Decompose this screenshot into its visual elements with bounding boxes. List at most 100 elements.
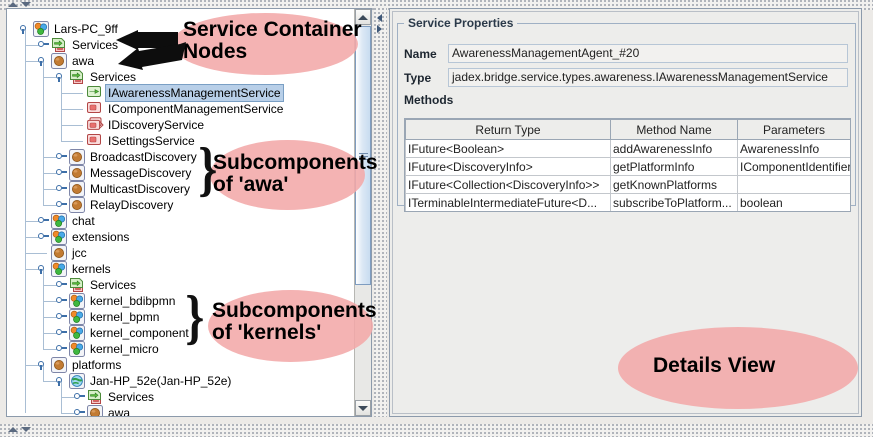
tree-collapse-handle-icon[interactable] [38,55,49,66]
collapse-down-icon[interactable] [21,2,31,7]
component-tree-panel[interactable]: Lars-PC_9ff Services awa Services IAware… [6,8,372,417]
tree-connector-line [43,365,44,381]
tree-expand-handle-icon[interactable] [38,231,49,242]
tree-connector-line [43,173,57,174]
tree-node-services[interactable]: Services [7,69,355,85]
tree-connector-line [43,77,57,78]
tree-node-isettingsservice[interactable]: ISettingsService [7,133,355,149]
tree-node-relaydiscovery[interactable]: RelayDiscovery [7,197,355,213]
tree-collapse-handle-icon[interactable] [20,23,31,34]
tree-collapse-handle-icon[interactable] [56,71,67,82]
tree-node-services[interactable]: Services [7,389,355,405]
tree-node-kernel-bpmn[interactable]: kernel_bpmn [7,309,355,325]
tree-node-jan-hp-52e-jan-hp-52e[interactable]: Jan-HP_52e(Jan-HP_52e) [7,373,355,389]
tree-node-iawarenessmanagementservice[interactable]: IAwarenessManagementService [7,84,355,102]
platform-group-icon [51,229,67,245]
tree-node-awa[interactable]: awa [7,405,355,416]
methods-table-row[interactable]: IFuture<Collection<DiscoveryInfo>>getKno… [405,175,850,194]
collapse-down-icon-bottom[interactable] [21,427,31,432]
tree-viewport[interactable]: Lars-PC_9ff Services awa Services IAware… [7,9,355,416]
tree-connector-line [61,413,75,414]
tree-expand-handle-icon[interactable] [74,407,85,416]
collapse-up-icon[interactable] [8,2,18,7]
tree-connector-line [25,269,39,270]
tree-connector-line [61,93,83,94]
tree-expand-handle-icon[interactable] [56,295,67,306]
tree-expand-handle-icon[interactable] [74,391,85,402]
tree-expand-handle-icon[interactable] [56,167,67,178]
methods-table-cell: getKnownPlatforms [610,175,738,194]
tree-expand-handle-icon[interactable] [56,199,67,210]
component-icon [69,197,85,213]
tree-node-lars-pc-9ff[interactable]: Lars-PC_9ff [7,21,355,37]
tree-expand-handle-icon[interactable] [56,183,67,194]
tree-node-label: Services [90,70,137,84]
split-collapse-arrows-top[interactable] [8,2,31,7]
tree-connector-line [43,269,44,349]
scroll-up-button[interactable] [355,9,371,25]
tree-node-label: extensions [72,230,130,244]
tree-node-kernel-micro[interactable]: kernel_micro [7,341,355,357]
scroll-down-button[interactable] [355,400,371,416]
tree-connector-line [61,109,83,110]
collapse-up-icon-bottom[interactable] [8,427,18,432]
tree-connector-line [25,365,39,366]
methods-table-cell: IFuture<Boolean> [405,139,611,158]
tree-node-label: awa [72,54,95,68]
methods-table-cell [737,175,850,194]
tree-node-idiscoveryservice[interactable]: IDiscoveryService [7,117,355,133]
tree-node-kernel-bdibpmn[interactable]: kernel_bdibpmn [7,293,355,309]
tree-node-platforms[interactable]: platforms [7,357,355,373]
tree-node-broadcastdiscovery[interactable]: BroadcastDiscovery [7,149,355,165]
tree-node-messagediscovery[interactable]: MessageDiscovery [7,165,355,181]
tree-vertical-scrollbar[interactable] [354,9,371,416]
tree-node-services[interactable]: Services [7,37,355,53]
collapse-right-icon[interactable] [377,25,382,33]
type-field[interactable]: jadex.bridge.service.types.awareness.IAw… [448,68,848,87]
collapse-left-icon[interactable] [377,14,382,22]
tree-connector-line [43,333,57,334]
tree-node-multicastdiscovery[interactable]: MulticastDiscovery [7,181,355,197]
tree-connector-line [43,301,57,302]
tree-expand-handle-icon[interactable] [56,151,67,162]
tree-node-label: Services [72,38,119,52]
tree-node-label: kernel_bpmn [90,310,160,324]
tree-expand-handle-icon[interactable] [56,279,67,290]
split-pane-divider-vertical[interactable] [374,8,387,417]
split-pane-divider-bottom[interactable] [0,424,873,437]
tree-expand-handle-icon[interactable] [56,343,67,354]
tree-node-services[interactable]: Services [7,277,355,293]
tree-node-label: IComponentManagementService [108,102,284,116]
tree-node-label: MulticastDiscovery [90,182,191,196]
tree-collapse-handle-icon[interactable] [38,263,49,274]
tree-collapse-handle-icon[interactable] [38,359,49,370]
tree-node-kernel-component[interactable]: kernel_component [7,325,355,341]
tree-node-awa[interactable]: awa [7,53,355,69]
tree-expand-handle-icon[interactable] [56,311,67,322]
split-pane-divider-top[interactable] [0,0,873,10]
methods-table-column-header[interactable]: Method Name [610,119,738,140]
methods-label: Methods [404,93,454,107]
scrollbar-thumb[interactable] [355,26,371,285]
tree-expand-handle-icon[interactable] [38,39,49,50]
tree-node-jcc[interactable]: jcc [7,245,355,261]
tree-node-icomponentmanagementservice[interactable]: IComponentManagementService [7,101,355,117]
tree-node-kernels[interactable]: kernels [7,261,355,277]
methods-table-column-header[interactable]: Return Type [405,119,611,140]
methods-table-row[interactable]: ITerminableIntermediateFuture<D...subscr… [405,193,850,211]
tree-node-chat[interactable]: chat [7,213,355,229]
tree-expand-handle-icon[interactable] [56,327,67,338]
tree-collapse-handle-icon[interactable] [56,375,67,386]
split-collapse-arrows-bottom[interactable] [8,427,31,432]
tree-node-extensions[interactable]: extensions [7,229,355,245]
tree-expand-handle-icon[interactable] [38,215,49,226]
split-collapse-arrows-vertical[interactable] [377,14,382,33]
name-field[interactable]: AwarenessManagementAgent_#20 [448,44,848,63]
tree-connector-line [43,285,57,286]
methods-table-column-header[interactable]: Parameters [737,119,850,140]
